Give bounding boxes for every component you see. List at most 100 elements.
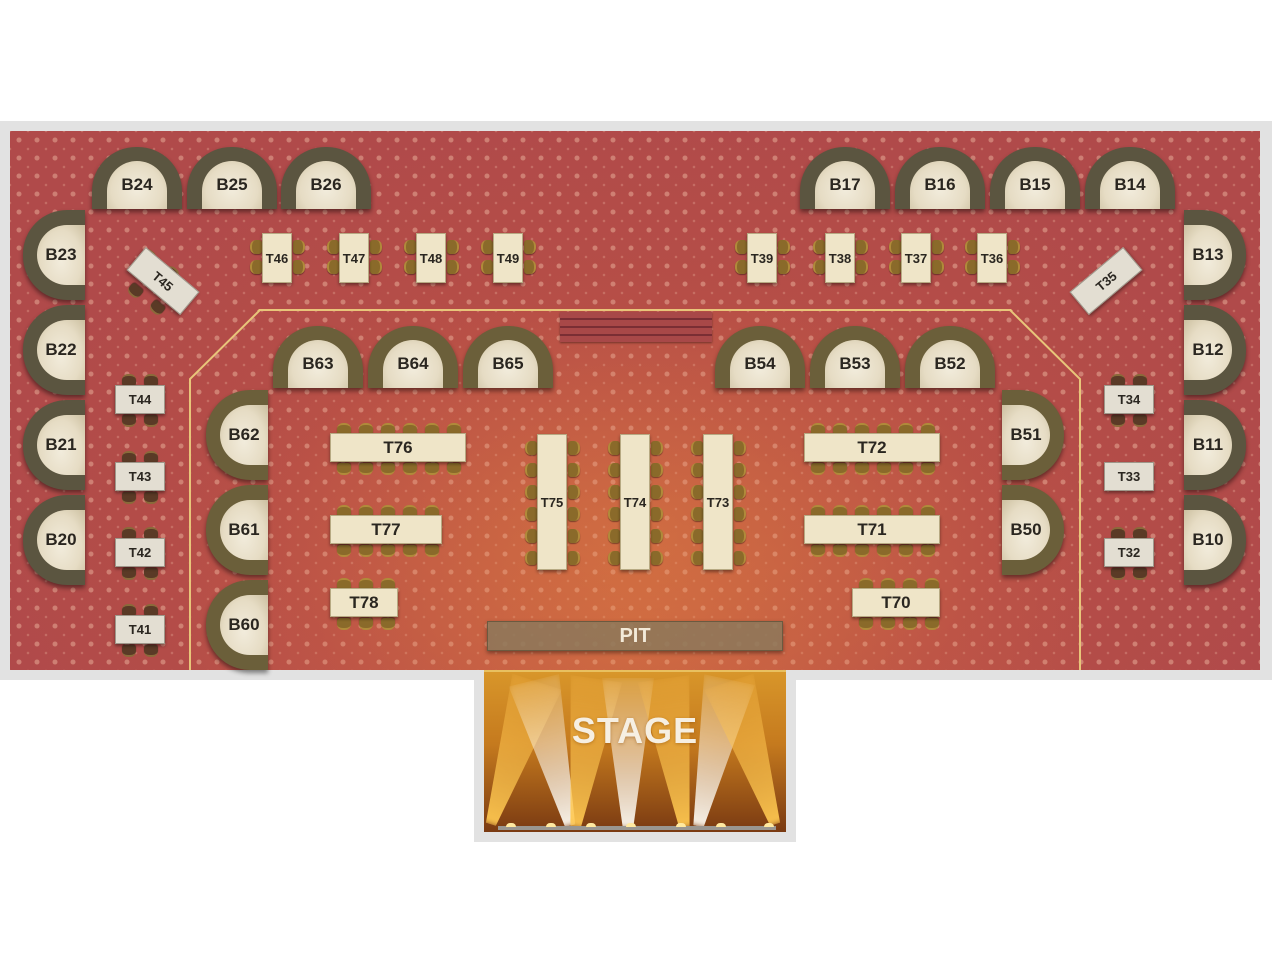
booth-b24[interactable]: B24 xyxy=(92,147,182,209)
table-label: T72 xyxy=(857,437,887,457)
chair xyxy=(1133,568,1147,580)
chair xyxy=(481,260,493,274)
booth-label: B14 xyxy=(1114,175,1146,194)
booth-b54[interactable]: B54 xyxy=(715,326,805,388)
chair xyxy=(404,240,416,254)
chair xyxy=(735,240,747,254)
booth-b52[interactable]: B52 xyxy=(905,326,995,388)
table-t33[interactable]: T33 xyxy=(1104,462,1154,491)
booth-b50[interactable]: B50 xyxy=(1002,485,1064,575)
chair xyxy=(122,374,136,386)
table-t43[interactable]: T43 xyxy=(115,462,165,491)
table-t38[interactable]: T38 xyxy=(825,233,855,283)
chair xyxy=(250,260,262,274)
booth-b64[interactable]: B64 xyxy=(368,326,458,388)
chair xyxy=(144,415,158,427)
chair xyxy=(144,604,158,616)
chair xyxy=(122,415,136,427)
booth-b16[interactable]: B16 xyxy=(895,147,985,209)
chair xyxy=(813,240,825,254)
table-t78[interactable]: T78 xyxy=(330,588,398,617)
chair xyxy=(1008,240,1020,254)
lighting-rail xyxy=(498,826,776,830)
table-t70[interactable]: T70 xyxy=(852,588,940,617)
chair xyxy=(144,645,158,657)
chair xyxy=(1111,415,1125,427)
booth-label: B64 xyxy=(397,354,429,373)
table-label: T48 xyxy=(419,250,443,266)
chair xyxy=(889,260,901,274)
table-t48[interactable]: T48 xyxy=(416,233,446,283)
chair xyxy=(293,240,305,254)
booth-b26[interactable]: B26 xyxy=(281,147,371,209)
pit-area[interactable]: PIT xyxy=(487,621,783,651)
chair xyxy=(293,260,305,274)
table-t34[interactable]: T34 xyxy=(1104,385,1154,414)
booth-label: B20 xyxy=(45,530,77,549)
booth-b17[interactable]: B17 xyxy=(800,147,890,209)
booth-label: B50 xyxy=(1010,520,1042,539)
chair xyxy=(327,260,339,274)
table-t73[interactable]: T73 xyxy=(703,434,733,570)
booth-label: B53 xyxy=(839,354,871,373)
booth-b61[interactable]: B61 xyxy=(206,485,268,575)
table-t39[interactable]: T39 xyxy=(747,233,777,283)
booth-label: B21 xyxy=(45,435,77,454)
chair xyxy=(250,240,262,254)
booth-b25[interactable]: B25 xyxy=(187,147,277,209)
chair xyxy=(122,492,136,504)
table-t37[interactable]: T37 xyxy=(901,233,931,283)
table-t41[interactable]: T41 xyxy=(115,615,165,644)
booth-b23[interactable]: B23 xyxy=(23,210,85,300)
booth-label: B15 xyxy=(1019,175,1051,194)
table-t32[interactable]: T32 xyxy=(1104,538,1154,567)
chair xyxy=(1008,260,1020,274)
chair xyxy=(856,240,868,254)
booth-b60[interactable]: B60 xyxy=(206,580,268,670)
booth-label: B63 xyxy=(302,354,334,373)
chair xyxy=(481,240,493,254)
booth-b15[interactable]: B15 xyxy=(990,147,1080,209)
table-label: T70 xyxy=(881,592,911,612)
booth-b21[interactable]: B21 xyxy=(23,400,85,490)
booth-b53[interactable]: B53 xyxy=(810,326,900,388)
stage-lamp-icon xyxy=(716,823,726,827)
booth-b20[interactable]: B20 xyxy=(23,495,85,585)
table-t46[interactable]: T46 xyxy=(262,233,292,283)
table-label: T49 xyxy=(496,250,520,266)
chair xyxy=(144,527,158,539)
booth-b22[interactable]: B22 xyxy=(23,305,85,395)
booth-b51[interactable]: B51 xyxy=(1002,390,1064,480)
booth-label: B22 xyxy=(45,340,77,359)
chair xyxy=(965,260,977,274)
chair xyxy=(1111,374,1125,386)
chair xyxy=(122,645,136,657)
booth-b65[interactable]: B65 xyxy=(463,326,553,388)
chair xyxy=(813,260,825,274)
stage-area[interactable]: STAGE xyxy=(484,670,786,832)
table-label: T42 xyxy=(128,545,152,560)
table-t77[interactable]: T77 xyxy=(330,515,442,544)
table-label: T78 xyxy=(349,592,379,612)
table-label: T47 xyxy=(342,250,366,266)
table-t72[interactable]: T72 xyxy=(804,433,940,462)
table-t71[interactable]: T71 xyxy=(804,515,940,544)
booth-b63[interactable]: B63 xyxy=(273,326,363,388)
table-label: T38 xyxy=(828,250,852,266)
table-t44[interactable]: T44 xyxy=(115,385,165,414)
table-t76[interactable]: T76 xyxy=(330,433,466,462)
table-t49[interactable]: T49 xyxy=(493,233,523,283)
table-t42[interactable]: T42 xyxy=(115,538,165,567)
table-t36[interactable]: T36 xyxy=(977,233,1007,283)
table-t75[interactable]: T75 xyxy=(537,434,567,570)
table-t74[interactable]: T74 xyxy=(620,434,650,570)
chair xyxy=(144,492,158,504)
booth-b62[interactable]: B62 xyxy=(206,390,268,480)
booth-b14[interactable]: B14 xyxy=(1085,147,1175,209)
booth-label: B65 xyxy=(492,354,524,373)
booth-b10[interactable]: B10 xyxy=(1184,495,1246,585)
table-label: T37 xyxy=(904,250,928,266)
booth-label: B52 xyxy=(934,354,966,373)
table-t47[interactable]: T47 xyxy=(339,233,369,283)
chair xyxy=(735,260,747,274)
